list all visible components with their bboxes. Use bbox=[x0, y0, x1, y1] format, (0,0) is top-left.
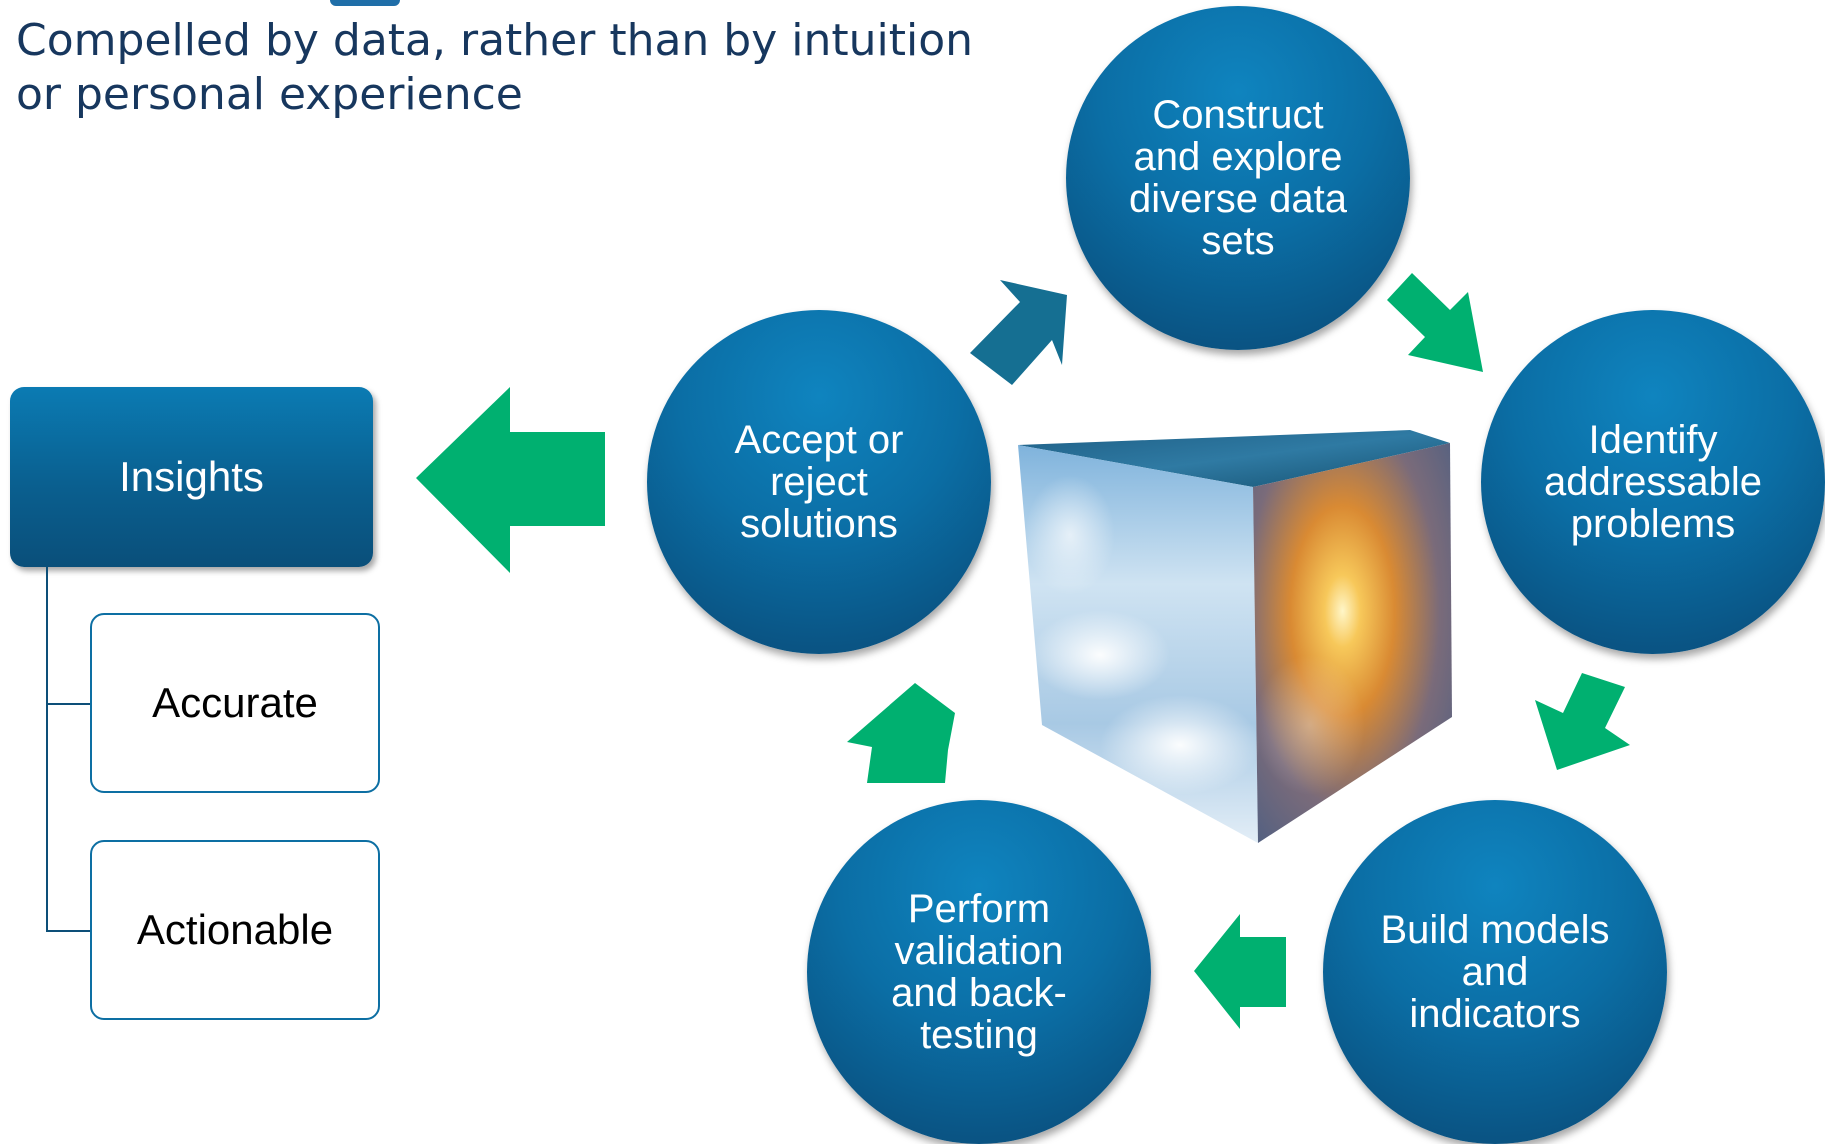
cycle-arrow-build-to-perform-shape bbox=[1194, 914, 1286, 1029]
tree-connector-accurate bbox=[46, 703, 90, 705]
tree-connector-actionable bbox=[46, 930, 90, 932]
cycle-arrow-identify-to-build bbox=[1535, 673, 1630, 770]
cycle-arrow-construct-to-identify-shape bbox=[1387, 273, 1483, 372]
page-subtitle: Compelled by data, rather than by intuit… bbox=[16, 15, 973, 120]
attribute-box-accurate: Accurate bbox=[90, 613, 380, 793]
cube-top-face bbox=[1018, 430, 1450, 487]
insights-box: Insights bbox=[10, 387, 373, 567]
insights-arrow bbox=[416, 387, 605, 573]
cloud-highlight bbox=[1030, 610, 1170, 700]
title-remnant bbox=[330, 0, 400, 6]
cycle-step-accept: Accept or reject solutions bbox=[647, 310, 991, 654]
cycle-step-perform: Perform validation and back-testing bbox=[807, 800, 1151, 1144]
cycle-step-identify: Identify addressable problems bbox=[1481, 310, 1825, 654]
attribute-box-actionable: Actionable bbox=[90, 840, 380, 1020]
cloud-highlight bbox=[1255, 655, 1365, 795]
cloud-highlight bbox=[1025, 475, 1115, 595]
tree-connector-vertical bbox=[46, 567, 48, 932]
cycle-step-build: Build models and indicators bbox=[1323, 800, 1667, 1144]
cloud-highlight bbox=[1100, 695, 1260, 795]
cube-image bbox=[1018, 430, 1452, 843]
cycle-arrow-accept-to-construct bbox=[970, 280, 1067, 385]
cycle-arrow-perform-to-accept-shape bbox=[847, 683, 955, 783]
cycle-step-construct: Construct and explore diverse data sets bbox=[1066, 6, 1410, 350]
